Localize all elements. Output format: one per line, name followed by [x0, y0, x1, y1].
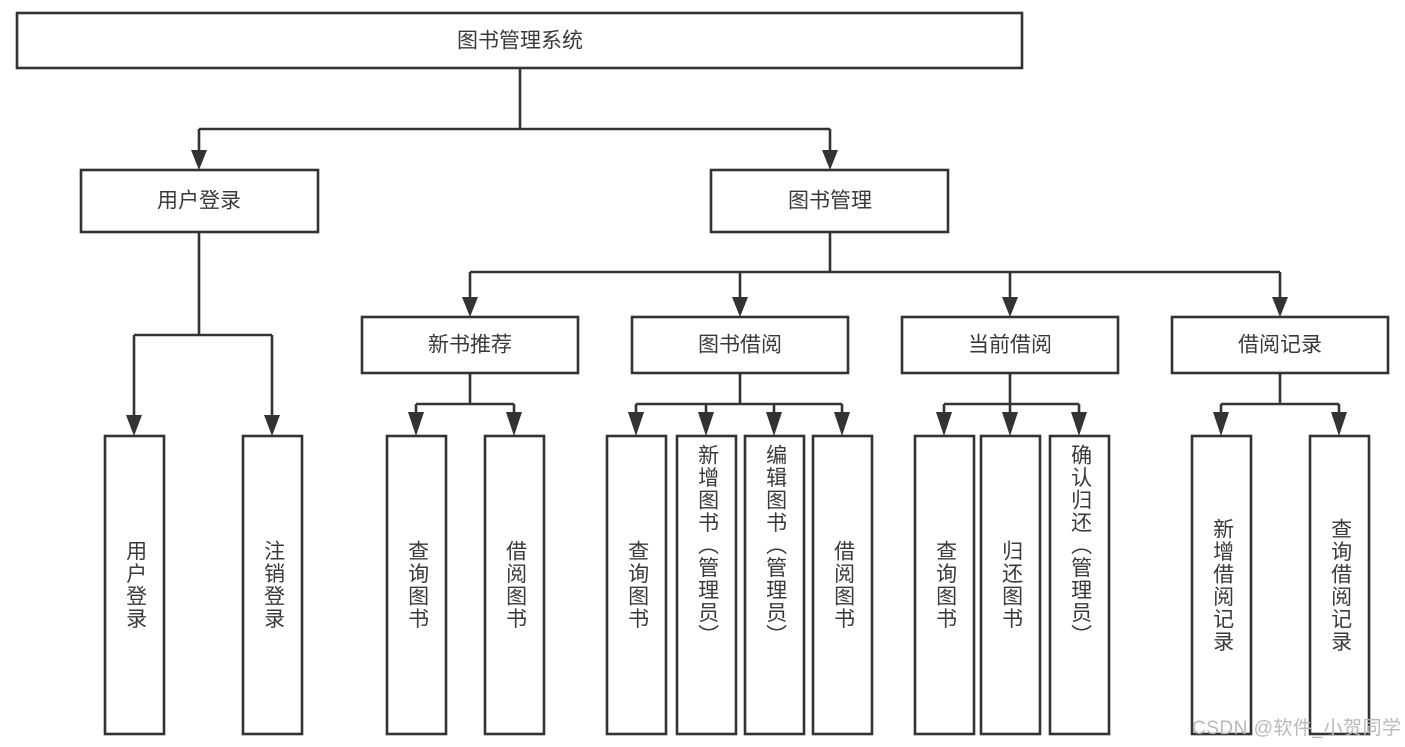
arrowhead-leaf-bb-1 [628, 412, 644, 436]
arrowhead-leaf-cb-3 [1071, 412, 1087, 436]
node-root-box[interactable] [15, 11, 1024, 70]
arrowhead-borrowrecord [1272, 297, 1288, 317]
arrowhead-currentborrow [1002, 297, 1018, 317]
node-borrow-record-box[interactable] [1170, 315, 1390, 375]
csdn-watermark: CSDN @软件_小贺同学 [1192, 718, 1402, 739]
arrowhead-leaf-bb-2 [698, 412, 714, 436]
arrowhead-leaf-user-login [126, 415, 142, 436]
node-leaf-bb-edit-book-box[interactable] [743, 434, 806, 736]
edge-group [126, 68, 1347, 436]
node-new-book-recommend-box[interactable] [360, 315, 580, 375]
node-new-book-recommend-label: 新书推荐 [428, 334, 512, 357]
node-leaf-cb-return-book-box[interactable] [979, 434, 1042, 736]
node-leaf-bb-query-book-box[interactable] [605, 434, 668, 736]
node-root-label: 图书管理系统 [457, 30, 583, 53]
node-leaf-user-login-box[interactable] [103, 434, 166, 736]
node-book-borrow-label: 图书借阅 [698, 334, 782, 357]
node-leaf-logout-box[interactable] [241, 434, 304, 736]
node-book-management-label: 图书管理 [788, 190, 872, 213]
node-book-borrow-box[interactable] [630, 315, 850, 375]
arrowhead-bookborrow [732, 297, 748, 317]
node-current-borrow-label: 当前借阅 [968, 334, 1052, 357]
node-user-login-box[interactable] [79, 168, 320, 234]
node-box-group: 图书管理系统 用户登录 图书管理 新书推荐 图书借阅 当前借阅 借阅记录 [15, 11, 1390, 736]
arrowhead-leaf-bb-3 [766, 412, 782, 436]
arrowhead-leaf-nb-2 [506, 412, 522, 436]
arrowhead-leaf-br-2 [1331, 412, 1347, 436]
node-current-borrow-box[interactable] [900, 315, 1120, 375]
arrowhead-bookmgmt [822, 150, 838, 170]
node-leaf-cb-query-book-box[interactable] [913, 434, 976, 736]
node-leaf-cb-confirm-return-box[interactable] [1048, 434, 1111, 736]
arrowhead-leaf-br-1 [1213, 412, 1229, 436]
arrowhead-newbook [462, 297, 478, 317]
arrowhead-leaf-cb-1 [936, 412, 952, 436]
arrowhead-leaf-bb-4 [834, 412, 850, 436]
node-user-login-label: 用户登录 [157, 190, 241, 213]
arrowhead-leaf-logout [264, 415, 280, 436]
node-leaf-bb-borrow-book-box[interactable] [811, 434, 874, 736]
node-leaf-nb-borrow-book-box[interactable] [483, 434, 546, 736]
node-leaf-br-add-record-box[interactable] [1190, 434, 1253, 736]
node-leaf-bb-add-book-box[interactable] [675, 434, 738, 736]
node-book-management-box[interactable] [709, 168, 950, 234]
arrowhead-userlogin [191, 150, 207, 170]
arrowhead-leaf-nb-1 [408, 412, 424, 436]
node-borrow-record-label: 借阅记录 [1238, 334, 1322, 357]
node-leaf-nb-query-book-box[interactable] [385, 434, 448, 736]
node-leaf-br-query-record-box[interactable] [1308, 434, 1371, 736]
arrowhead-leaf-cb-2 [1002, 412, 1018, 436]
